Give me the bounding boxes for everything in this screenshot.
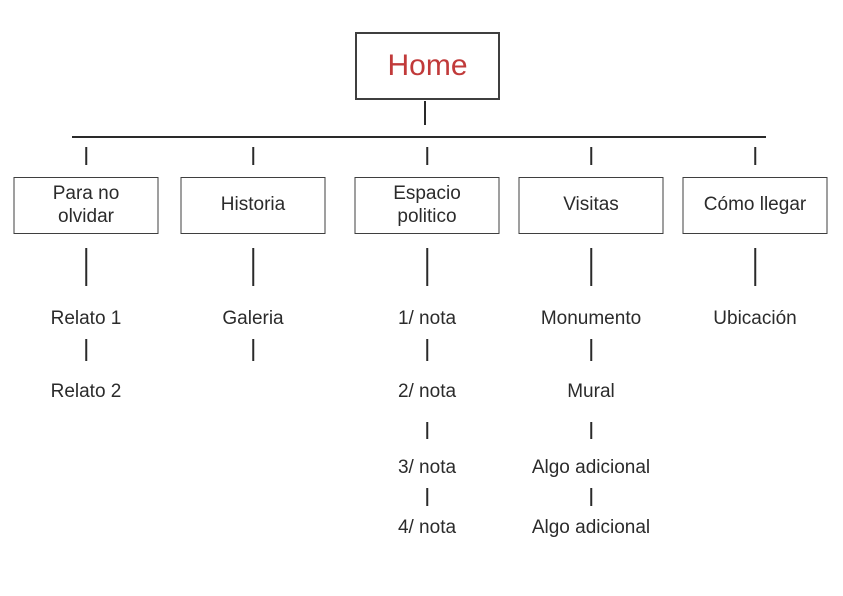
connector-vertical bbox=[590, 339, 592, 361]
node-home: Home bbox=[355, 32, 500, 100]
connector-vertical bbox=[252, 248, 254, 286]
connector-vertical bbox=[754, 248, 756, 286]
leaf-ubicacion: Ubicación bbox=[713, 308, 797, 329]
connector-vertical bbox=[426, 339, 428, 361]
leaf-relato-2: Relato 2 bbox=[50, 381, 122, 402]
node-home-label: Home bbox=[387, 49, 468, 82]
node-como-llegar: Cómo llegar bbox=[682, 177, 828, 234]
node-para-no-olvidar: Para no olvidar bbox=[13, 177, 159, 234]
leaf-algo-adicional-2: Algo adicional bbox=[531, 517, 651, 538]
branch-tick bbox=[85, 147, 87, 165]
leaf-algo-adicional-1: Algo adicional bbox=[531, 457, 651, 478]
node-espacio-politico: Espacio politico bbox=[354, 177, 500, 234]
connector-vertical bbox=[426, 248, 428, 286]
connector-vertical bbox=[426, 488, 428, 506]
branch-espacio-politico: Espacio politico 1/ nota 2/ nota 3/ nota… bbox=[345, 0, 509, 596]
connector-vertical bbox=[85, 248, 87, 286]
node-label: Cómo llegar bbox=[703, 194, 807, 216]
node-label: Espacio politico bbox=[393, 182, 461, 227]
node-label: Historia bbox=[220, 194, 286, 216]
leaf-nota-4: 4/ nota bbox=[397, 517, 457, 538]
node-historia: Historia bbox=[180, 177, 326, 234]
branch-visitas: Visitas Monumento Mural Algo adicional A… bbox=[509, 0, 673, 596]
leaf-relato-1: Relato 1 bbox=[50, 308, 122, 329]
node-label: Para no olvidar bbox=[52, 182, 120, 227]
connector-trailing bbox=[252, 339, 254, 361]
node-label: Visitas bbox=[563, 194, 619, 216]
leaf-nota-2: 2/ nota bbox=[397, 381, 457, 402]
branch-tick bbox=[590, 147, 592, 165]
trunk-line bbox=[72, 136, 766, 138]
leaf-monumento: Monumento bbox=[540, 308, 642, 329]
leaf-nota-1: 1/ nota bbox=[397, 308, 457, 329]
leaf-nota-3: 3/ nota bbox=[397, 457, 457, 478]
connector-vertical bbox=[590, 488, 592, 506]
branch-tick bbox=[252, 147, 254, 165]
connector-vertical bbox=[590, 422, 592, 439]
branch-tick bbox=[754, 147, 756, 165]
branch-tick bbox=[426, 147, 428, 165]
branch-para-no-olvidar: Para no olvidar Relato 1 Relato 2 bbox=[4, 0, 168, 596]
branch-historia: Historia Galeria bbox=[171, 0, 335, 596]
branch-como-llegar: Cómo llegar Ubicación bbox=[673, 0, 837, 596]
connector-vertical bbox=[426, 422, 428, 439]
node-visitas: Visitas bbox=[518, 177, 664, 234]
connector-home bbox=[424, 101, 426, 125]
leaf-galeria: Galeria bbox=[222, 308, 284, 329]
connector-vertical bbox=[590, 248, 592, 286]
connector-vertical bbox=[85, 339, 87, 361]
leaf-mural: Mural bbox=[567, 381, 615, 402]
